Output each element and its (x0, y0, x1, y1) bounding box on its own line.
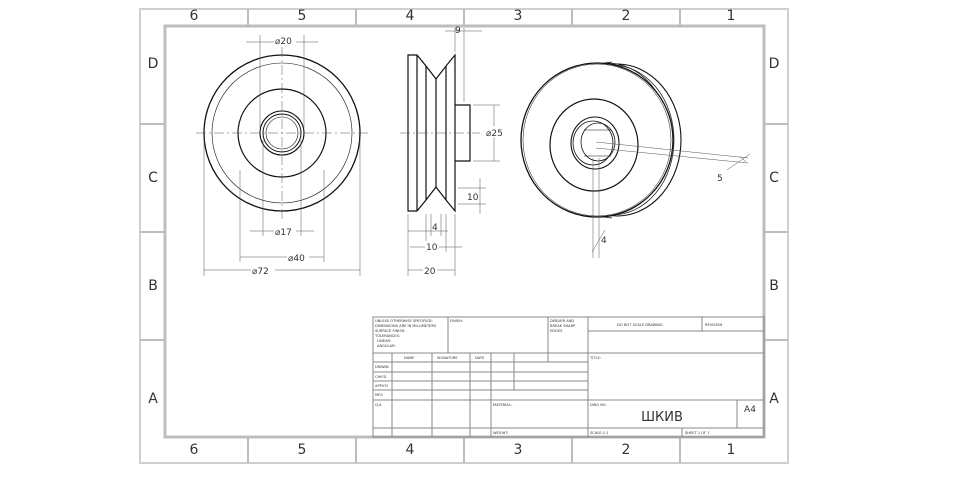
front-centerlines (196, 47, 368, 219)
zone-row-c: C (148, 170, 158, 186)
front-d17-bg (274, 226, 296, 236)
zone-col-4: 4 (406, 8, 415, 24)
dim-side-w4: 4 (432, 223, 438, 233)
title-block (372, 316, 765, 438)
dim-front-d20: ⌀20 (275, 37, 292, 47)
tb-note-6: ANGULAR: (377, 344, 396, 348)
tb-note-3: SURFACE FINISH: (375, 329, 406, 333)
dim-side-w10: 10 (426, 243, 438, 253)
side-w10-bg (425, 241, 439, 251)
front-view (196, 35, 368, 276)
zone-ticks (140, 9, 788, 463)
dim-side-d25: ⌀25 (486, 129, 503, 139)
tb-row-appvd: APPV'D (375, 384, 388, 388)
tb-title-label: TITLE: (589, 356, 601, 360)
zone-col-4-bottom: 4 (406, 442, 415, 458)
zone-col-6-bottom: 6 (190, 442, 199, 458)
iso-boss-outer (570, 116, 620, 170)
side-w20-bg (423, 265, 437, 275)
iso-front-rim (522, 63, 672, 217)
zone-labels-top: 6 5 4 3 2 1 (190, 8, 736, 24)
front-d40-bg (287, 252, 309, 262)
tb-dwg-no: DWG NO. (590, 403, 607, 407)
tb-note-1: UNLESS OTHERWISE SPECIFIED: (375, 319, 433, 323)
tb-note-2: DIMENSIONS ARE IN MILLIMETERS (375, 324, 437, 328)
front-dimension-lines (203, 35, 361, 276)
tb-deburr-3: EDGES (550, 329, 563, 333)
dim-front-d40: ⌀40 (288, 254, 305, 264)
side-d25-bg (486, 126, 506, 137)
zone-row-a: A (148, 391, 158, 407)
sheet-size: A4 (744, 405, 756, 415)
tb-do-not-scale: DO NOT SCALE DRAWING (617, 323, 663, 327)
zone-col-5-bottom: 5 (298, 442, 307, 458)
inner-frame (163, 24, 766, 439)
iso-dimension-lines (591, 141, 751, 258)
zone-row-b: B (148, 278, 158, 294)
dim-front-d72: ⌀72 (252, 267, 269, 277)
isometric-view (520, 61, 751, 258)
side-dimension-lines (407, 28, 500, 276)
iso-front-flange (520, 62, 674, 218)
tb-col-date: DATE (475, 356, 485, 360)
iso-bore-depth (584, 129, 611, 157)
tb-note-5: LINEAR: (377, 339, 391, 343)
dim-iso-c5: 5 (717, 174, 723, 184)
tb-sheet: SHEET 1 OF 1 (685, 431, 710, 435)
dim-side-w20: 20 (424, 267, 436, 277)
tb-row-mfg: MFG (375, 393, 383, 397)
front-d20-bg (274, 35, 296, 45)
part-name: ШКИВ (641, 410, 683, 425)
tb-deburr-1: DEBURR AND (550, 319, 574, 323)
dim-side-w9: 9 (455, 26, 461, 36)
tb-col-name: NAME (404, 356, 415, 360)
front-d72-bg (251, 265, 275, 275)
dim-front-d17: ⌀17 (275, 228, 292, 238)
zone-col-3-bottom: 3 (514, 442, 523, 458)
zone-col-2-bottom: 2 (622, 442, 631, 458)
iso-hub-face (549, 98, 639, 192)
zone-col-1: 1 (727, 8, 736, 24)
iso-bore (580, 122, 616, 162)
zone-labels-left: D C B A (148, 56, 159, 407)
zone-row-d-right: D (769, 56, 780, 72)
tb-finish: FINISH: (450, 319, 463, 323)
zone-col-2: 2 (622, 8, 631, 24)
front-bore-inner-circle (265, 116, 299, 150)
tb-material: MATERIAL: (493, 403, 512, 407)
tb-scale: SCALE:1:1 (590, 431, 609, 435)
zone-row-d: D (148, 56, 159, 72)
front-groove-circle (211, 62, 353, 204)
zone-col-5: 5 (298, 8, 307, 24)
zone-row-b-right: B (769, 278, 779, 294)
zone-col-3: 3 (514, 8, 523, 24)
tb-weight: WEIGHT: (493, 431, 508, 435)
dim-iso-c4: 4 (601, 236, 607, 246)
zone-labels-bottom: 6 5 4 3 2 1 (190, 442, 736, 458)
title-block-notes: UNLESS OTHERWISE SPECIFIED: DIMENSIONS A… (374, 319, 722, 435)
tb-revision: REVISION (705, 323, 722, 327)
tb-deburr-2: BREAK SHARP (550, 324, 576, 328)
dim-side-h10: 10 (467, 193, 479, 203)
zone-row-a-right: A (769, 391, 779, 407)
tb-row-drawn: DRAWN (375, 365, 389, 369)
tb-note-4: TOLERANCES: (374, 334, 400, 338)
zone-labels-right: D C B A (769, 56, 780, 407)
zone-row-c-right: C (769, 170, 779, 186)
tb-col-signature: SIGNATURE (437, 356, 458, 360)
tb-row-chkd: CHK'D (375, 375, 387, 379)
zone-col-6: 6 (190, 8, 199, 24)
side-view (400, 28, 500, 276)
zone-col-1-bottom: 1 (727, 442, 736, 458)
tb-row-qa: Q.A (375, 403, 382, 407)
